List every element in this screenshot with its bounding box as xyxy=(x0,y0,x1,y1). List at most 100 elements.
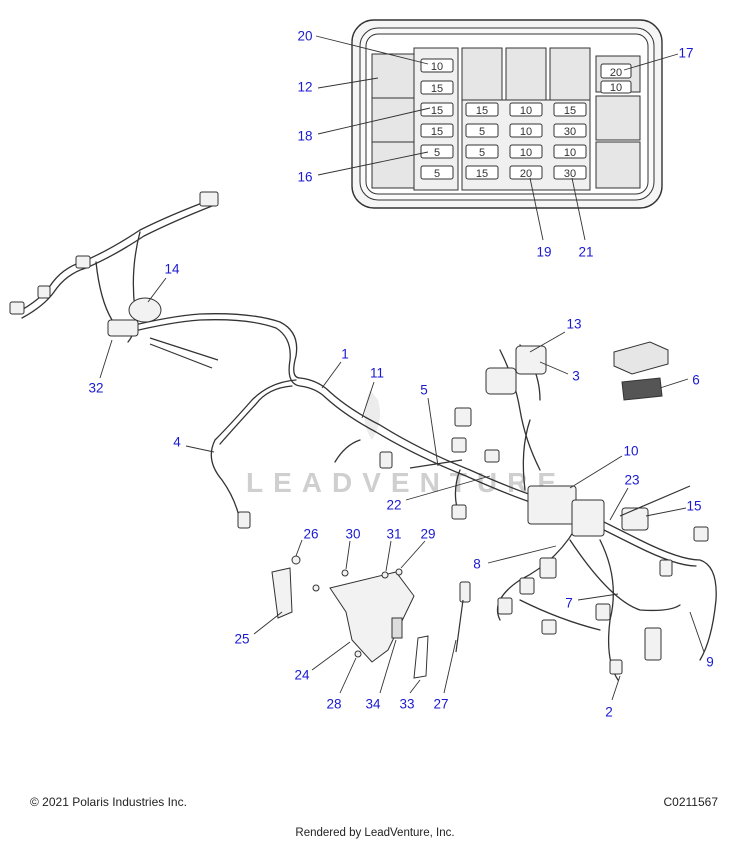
fuse-label: 15 xyxy=(431,83,443,95)
connector xyxy=(237,511,251,529)
fuse-label: 30 xyxy=(564,126,576,138)
pad-34 xyxy=(391,617,403,639)
fuse xyxy=(465,123,499,138)
clip xyxy=(107,319,139,337)
relay-bracket xyxy=(128,297,162,323)
connector xyxy=(451,437,467,453)
callout-17: 17 xyxy=(678,46,693,61)
fuse xyxy=(420,123,454,138)
connector xyxy=(644,627,662,661)
connector xyxy=(693,526,709,542)
callout-25: 25 xyxy=(234,632,249,647)
callout-1: 1 xyxy=(341,347,349,362)
nut-31 xyxy=(381,571,389,579)
fuse-label: 5 xyxy=(434,147,440,159)
fuse-label: 15 xyxy=(431,105,443,117)
fuse xyxy=(509,123,543,138)
callout-26: 26 xyxy=(303,527,318,542)
nut-29 xyxy=(395,568,403,576)
fuse-grid xyxy=(420,58,632,180)
rendered-by-text: Rendered by LeadVenture, Inc. xyxy=(295,827,455,839)
connector xyxy=(539,557,557,579)
connector xyxy=(595,603,611,621)
fuse-label: 10 xyxy=(431,61,443,73)
connector xyxy=(459,581,471,603)
callout-6: 6 xyxy=(692,373,700,388)
callout-29: 29 xyxy=(420,527,435,542)
connector xyxy=(484,449,500,463)
callout-27: 27 xyxy=(433,697,448,712)
nut-28 xyxy=(354,650,362,658)
fuse-label: 5 xyxy=(479,126,485,138)
fuse xyxy=(553,123,587,138)
fuse xyxy=(509,165,543,180)
callout-20: 20 xyxy=(297,29,312,44)
fuse-box xyxy=(351,19,663,209)
fuse xyxy=(465,144,499,159)
callout-7: 7 xyxy=(565,596,573,611)
pad-33 xyxy=(413,635,429,679)
fuse xyxy=(600,80,632,94)
connector xyxy=(454,407,472,427)
fuse-label: 20 xyxy=(520,168,532,180)
bolt-26 xyxy=(291,555,301,565)
callout-28: 28 xyxy=(326,697,341,712)
fuse-label: 15 xyxy=(476,168,488,180)
fuse-label: 30 xyxy=(564,168,576,180)
fuse-label: 10 xyxy=(520,105,532,117)
module-6 xyxy=(613,341,669,401)
callout-11: 11 xyxy=(370,366,384,381)
fuse xyxy=(553,102,587,117)
fuse-label: 5 xyxy=(434,168,440,180)
relay-cluster xyxy=(571,499,605,537)
cable-ties xyxy=(149,337,691,653)
watermark: LEADVENTURE xyxy=(246,390,556,498)
callout-32: 32 xyxy=(88,381,103,396)
callout-24: 24 xyxy=(294,668,310,683)
connector xyxy=(379,451,393,469)
fuse-label: 10 xyxy=(610,82,622,94)
connector-module xyxy=(515,345,547,375)
callout-30: 30 xyxy=(345,527,360,542)
fuse xyxy=(553,144,587,159)
fuse-label: 15 xyxy=(431,126,443,138)
callout-5: 5 xyxy=(420,383,428,398)
leader-lines xyxy=(99,35,705,701)
harness-components xyxy=(9,191,709,675)
fuse xyxy=(420,80,454,95)
connector xyxy=(485,367,517,395)
bolt-30 xyxy=(341,569,349,577)
fuse-label: 15 xyxy=(564,105,576,117)
callout-12: 12 xyxy=(297,80,312,95)
fuse xyxy=(420,165,454,180)
fuse-label: 20 xyxy=(610,67,622,79)
callout-13: 13 xyxy=(566,317,581,332)
connector xyxy=(9,301,25,315)
bracket-parts xyxy=(271,555,429,679)
fuse-block xyxy=(527,485,577,525)
fuse-label: 5 xyxy=(479,147,485,159)
connector xyxy=(609,659,623,675)
callout-10: 10 xyxy=(623,444,638,459)
bolt xyxy=(312,584,320,592)
callout-31: 31 xyxy=(386,527,401,542)
fuse-labels: 10 15 15 15 5 5 15 5 5 15 10 10 10 20 15… xyxy=(431,61,622,180)
bracket-24 xyxy=(329,571,415,663)
fuse xyxy=(420,102,454,117)
callout-8: 8 xyxy=(473,557,481,572)
callout-3: 3 xyxy=(572,369,580,384)
callout-15: 15 xyxy=(686,499,701,514)
fuse xyxy=(465,165,499,180)
connector xyxy=(497,597,513,615)
callout-21: 21 xyxy=(578,245,593,260)
fuse xyxy=(600,63,632,79)
callout-9: 9 xyxy=(706,655,714,670)
connector xyxy=(199,191,219,207)
callout-19: 19 xyxy=(536,245,551,260)
callout-4: 4 xyxy=(173,435,181,450)
connector xyxy=(541,619,557,635)
fuse xyxy=(420,144,454,159)
connector xyxy=(75,255,91,269)
